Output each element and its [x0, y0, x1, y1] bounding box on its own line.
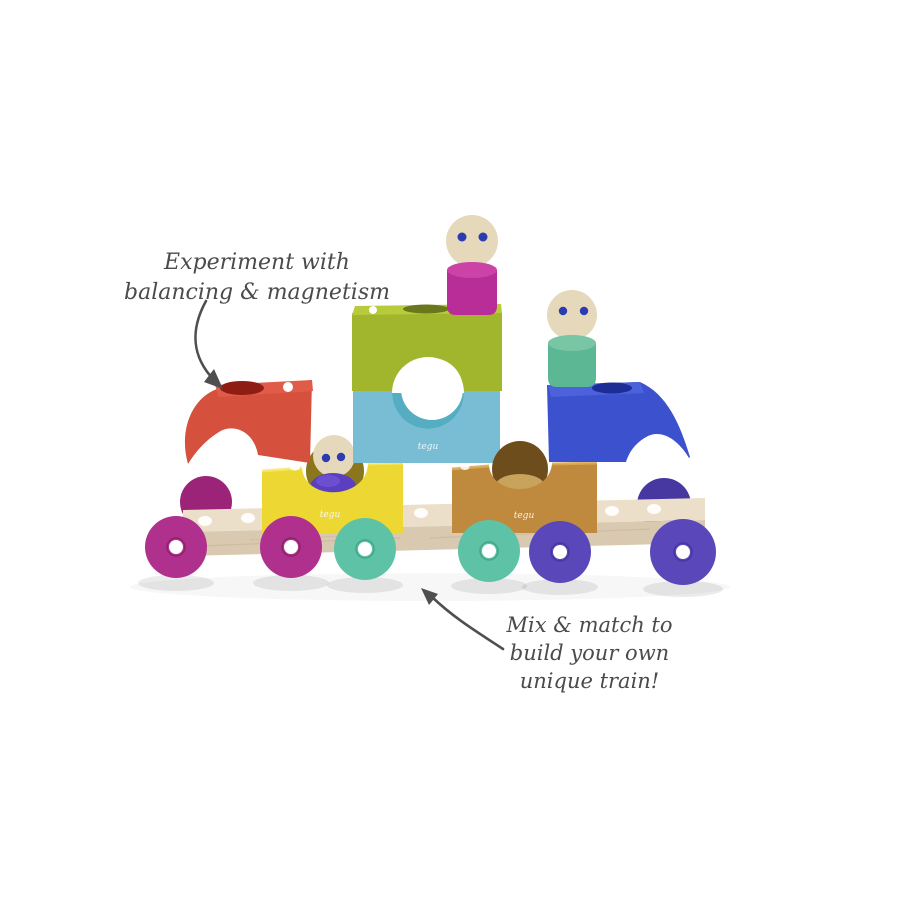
peg-person-purple-body-highlight	[316, 475, 340, 487]
orange-magnet-dot	[460, 464, 470, 470]
peg-person-teal-head	[547, 290, 597, 340]
peg-person-purple-eye-left	[321, 453, 331, 463]
peg-person-magenta-head	[446, 215, 498, 267]
peg-person-magenta-eye-right	[478, 232, 488, 242]
peg-person-teal	[547, 290, 597, 387]
tegu-logo-yellow: tegu	[320, 510, 341, 520]
red-magnet-dot	[283, 382, 293, 392]
green-block-hole	[403, 304, 449, 314]
blue-arch-body	[547, 382, 690, 462]
plank-magnet-dots	[198, 504, 661, 526]
annotation-mix-match: Mix & match to build your own unique tra…	[487, 611, 692, 695]
peg-person-purple-eye-right	[336, 452, 346, 462]
annotation-balancing-line1: Experiment with	[164, 250, 350, 275]
ground-shadow	[138, 575, 723, 597]
annotation-balancing-line2: balancing & magnetism	[124, 280, 390, 305]
yellow-car-block: tegu	[261, 435, 404, 533]
annotation-mix-match-line3: unique train!	[519, 669, 660, 693]
wheel-purple-1	[529, 521, 591, 583]
wheel-teal-2	[458, 520, 520, 582]
middle-stack-through-hole	[392, 357, 464, 429]
peg-person-magenta	[446, 215, 498, 315]
peg-person-magenta-eye-left	[457, 232, 467, 242]
green-magnet-dot	[369, 306, 377, 314]
annotation-balancing: Experiment with balancing & magnetism	[112, 248, 402, 308]
blue-arch-hole	[592, 382, 632, 394]
arrow-to-red-arch	[194, 299, 223, 389]
annotation-mix-match-line2: build your own	[509, 641, 670, 665]
tegu-logo-orange: tegu	[514, 511, 535, 521]
yellow-car-body	[262, 463, 403, 533]
red-arch-hole	[220, 381, 264, 395]
peg-person-teal-eye-right	[579, 306, 589, 316]
blue-arch-block	[547, 382, 690, 462]
orange-car-body	[452, 463, 597, 533]
peg-person-teal-shoulders	[548, 335, 596, 351]
wheel-purple-2	[650, 519, 716, 585]
arrow-to-train	[421, 588, 505, 651]
wheel-magenta-2	[260, 516, 322, 578]
annotation-mix-match-line1: Mix & match to	[506, 613, 673, 637]
orange-car-block: tegu	[451, 441, 598, 533]
peg-person-magenta-shoulders	[447, 262, 497, 278]
yellow-magnet-dot	[290, 463, 300, 471]
middle-stack: tegu	[352, 304, 502, 463]
tegu-logo-blue: tegu	[418, 442, 439, 452]
red-arch-body	[184, 380, 312, 464]
wheel-teal-1	[334, 518, 396, 580]
front-wheels	[145, 516, 716, 585]
peg-person-magenta-body	[447, 270, 497, 315]
peg-person-teal-body	[548, 343, 596, 387]
red-arch-block	[184, 380, 313, 464]
peg-person-teal-eye-left	[558, 306, 568, 316]
wheel-magenta-1	[145, 516, 207, 578]
peg-person-purple-head	[313, 435, 355, 477]
